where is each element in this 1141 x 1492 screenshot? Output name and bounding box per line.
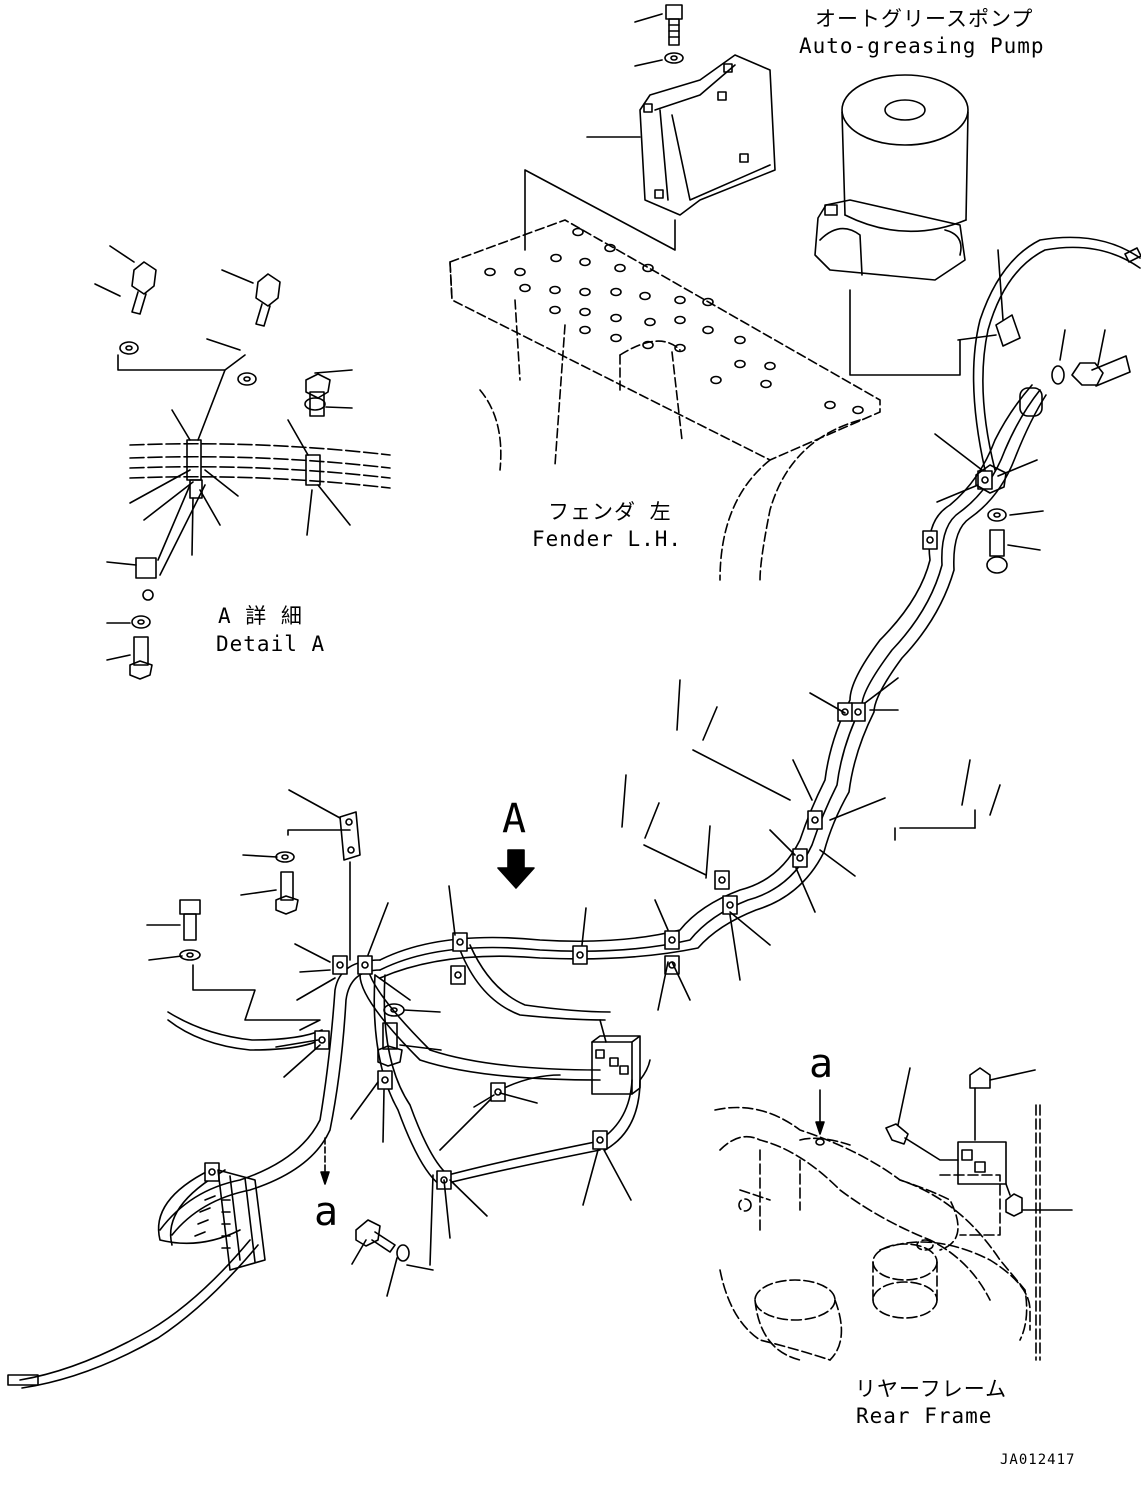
- rear-frame: [714, 1104, 1041, 1361]
- fender-hole: [639, 291, 651, 301]
- fender-hole: [484, 267, 496, 277]
- hose-clamp: [452, 932, 468, 952]
- detail-label-jp: A 詳 細: [218, 604, 303, 628]
- hose-clamp: [377, 1070, 393, 1090]
- fender-hole: [550, 253, 562, 263]
- leader-lines-center: [146, 854, 632, 1297]
- hose-clamp: [850, 702, 866, 722]
- fender-hole: [734, 359, 746, 369]
- bracket-bolt: [664, 4, 684, 64]
- fender-hole: [579, 307, 591, 317]
- fender-hole: [549, 305, 561, 315]
- distributor-valve: [591, 1019, 641, 1095]
- hose-clamp: [357, 955, 373, 975]
- detail-label-en: Detail A: [216, 632, 326, 656]
- hose-clamp: [922, 530, 938, 550]
- detail-a-bolts: [119, 261, 331, 680]
- hose-clamp: [490, 1082, 506, 1102]
- hose-clamp: [722, 895, 738, 915]
- fender-hole: [710, 375, 722, 385]
- fender-hole: [572, 227, 584, 237]
- hose-clamp: [792, 848, 808, 868]
- fender-holes: [484, 227, 864, 415]
- fender-hole: [734, 335, 746, 345]
- leader-lines-rear: [897, 1067, 1073, 1211]
- detail-a-leaders: [94, 245, 353, 661]
- grease-hose-main: [7, 236, 1141, 1389]
- fender-hole: [514, 267, 526, 277]
- leader-lines-top: [586, 13, 663, 138]
- fender-hole: [610, 333, 622, 343]
- fender-hole: [604, 243, 616, 253]
- hose-clamp: [204, 1162, 220, 1182]
- fender-hole: [579, 287, 591, 297]
- fender-hole: [674, 343, 686, 353]
- ref-arrow-a-left: [320, 1137, 330, 1185]
- distributor-block-lower: [194, 1169, 266, 1271]
- detail-a: [117, 354, 391, 579]
- rear-frame-label-jp: リヤーフレーム: [855, 1377, 1008, 1401]
- hose-clamp: [664, 930, 680, 950]
- pump-bracket: [639, 54, 776, 216]
- fender-hole: [644, 317, 656, 327]
- fender-hole: [824, 400, 836, 410]
- drawing-number: JA012417: [1000, 1452, 1076, 1468]
- hose-clamp: [592, 1130, 608, 1150]
- view-arrow-a: [497, 849, 535, 889]
- rear-frame-label-en: Rear Frame: [856, 1404, 993, 1428]
- fender-hole: [702, 325, 714, 335]
- fender-hole: [579, 257, 591, 267]
- pump-label-en: Auto-greasing Pump: [799, 34, 1045, 58]
- pump-label-jp: オートグリースポンプ: [815, 7, 1034, 31]
- hose-clamp: [837, 702, 853, 722]
- fender-hole: [760, 379, 772, 389]
- fender-hole: [610, 287, 622, 297]
- ref-a-right-label: a: [809, 1041, 834, 1087]
- greasing-pump: [814, 74, 969, 376]
- fender-hole: [852, 405, 864, 415]
- fender-hole: [549, 285, 561, 295]
- fender-hole: [610, 313, 622, 323]
- ref-arrow-a-right: [815, 1089, 825, 1135]
- rear-fittings: [815, 1067, 1023, 1217]
- fender-hole: [642, 263, 654, 273]
- fender-label-en: Fender L.H.: [532, 527, 683, 551]
- ref-a-left-label: a: [314, 1189, 339, 1235]
- hose-clamp: [807, 810, 823, 830]
- view-a-label: A: [502, 796, 527, 842]
- fender: [449, 169, 881, 581]
- hose-clamp: [572, 945, 588, 965]
- fender-hole: [519, 283, 531, 293]
- fender-hole: [674, 295, 686, 305]
- leader-lines-right: [448, 249, 1106, 1011]
- hose-clamp: [450, 965, 466, 985]
- center-bolt-lower: [355, 1219, 410, 1262]
- fender-hole: [642, 340, 654, 350]
- hose-clamp: [714, 870, 730, 890]
- hose-clamp: [977, 470, 993, 490]
- fender-hole: [614, 263, 626, 273]
- fender-hole: [764, 361, 776, 371]
- fender-hole: [579, 325, 591, 335]
- hose-clamp: [332, 955, 348, 975]
- fender-hole: [702, 297, 714, 307]
- clip-bracket-center: [179, 789, 405, 1067]
- fender-hole: [674, 315, 686, 325]
- fender-label-jp: フェンダ 左: [548, 500, 672, 524]
